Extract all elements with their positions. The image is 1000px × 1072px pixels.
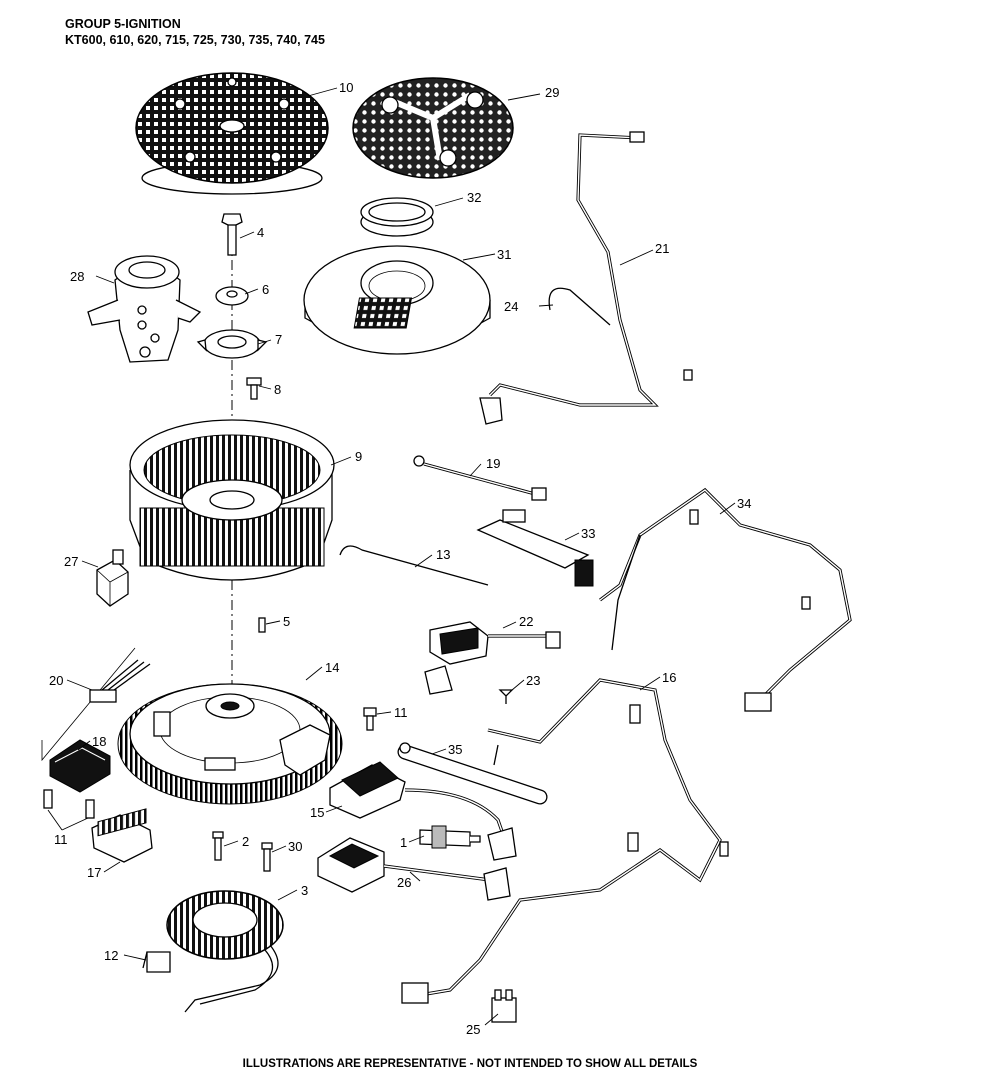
part-34-wire-harness (599, 487, 852, 712)
part-4-bolt (221, 213, 243, 256)
callout-13: 13 (436, 547, 450, 562)
callout-15: 15 (310, 805, 324, 820)
part-14-flywheel (117, 683, 343, 805)
part-9-flywheel-fan (129, 419, 335, 581)
callout-16: 16 (662, 670, 676, 685)
part-22-ignition-coil (424, 621, 561, 695)
callout-9: 9 (355, 449, 362, 464)
callout-32: 32 (467, 190, 481, 205)
callout-34: 34 (737, 496, 751, 511)
part-23-screw (498, 689, 514, 704)
part-7-retainer-plate (196, 329, 268, 359)
part-30-screw (261, 842, 273, 872)
part-18-regulator (49, 739, 111, 793)
part-11-screw (363, 707, 377, 731)
callout-27: 27 (64, 554, 78, 569)
callout-19: 19 (486, 456, 500, 471)
callout-4: 4 (257, 225, 264, 240)
leader-lines (47, 87, 736, 1026)
callout-11-left: 11 (54, 832, 68, 847)
part-29-debris-screen (352, 77, 514, 179)
callout-25: 25 (466, 1022, 480, 1037)
callout-8: 8 (274, 382, 281, 397)
part-8-screw (246, 377, 262, 400)
part-26-ignition-coil (317, 837, 511, 901)
part-16-wire-harness (401, 678, 729, 1004)
callout-23: 23 (526, 673, 540, 688)
callout-3: 3 (301, 883, 308, 898)
callout-7: 7 (275, 332, 282, 347)
part-28-mounting-bracket (87, 255, 202, 363)
part-20-connector-lead (41, 647, 151, 762)
part-21-wire-harness (479, 131, 693, 425)
part-33-module-harness (476, 509, 594, 587)
callout-22: 22 (519, 614, 533, 629)
part-11-screws (43, 789, 95, 819)
disclaimer-footer: ILLUSTRATIONS ARE REPRESENTATIVE - NOT I… (242, 1058, 698, 1070)
callout-24: 24 (504, 299, 518, 314)
part-5-key (258, 617, 266, 633)
callout-29: 29 (545, 85, 559, 100)
callout-6: 6 (262, 282, 269, 297)
part-32-seal (360, 197, 434, 237)
callout-18: 18 (92, 734, 106, 749)
callout-31: 31 (497, 247, 511, 262)
part-35-tube (397, 742, 548, 805)
part-15-ignition-module (329, 761, 406, 819)
group-title: GROUP 5-IGNITION (65, 17, 181, 31)
part-24-cable-tie (548, 287, 611, 326)
part-2-screw (212, 831, 224, 861)
part-19-ground-wire (413, 455, 547, 501)
callout-26: 26 (397, 875, 411, 890)
part-25-connector (491, 989, 517, 1023)
part-31-blower-housing (303, 245, 491, 355)
part-27-relay (96, 549, 129, 607)
model-list: KT600, 610, 620, 715, 725, 730, 735, 740… (65, 33, 325, 47)
callout-12: 12 (104, 948, 118, 963)
callout-2: 2 (242, 834, 249, 849)
callout-28: 28 (70, 269, 84, 284)
callout-20: 20 (49, 673, 63, 688)
part-6-washer (215, 286, 249, 306)
spark-plug-lead (404, 788, 517, 861)
part-12-clip (142, 951, 171, 973)
part-3-stator (166, 890, 284, 1013)
callout-21: 21 (655, 241, 669, 256)
callout-33: 33 (581, 526, 595, 541)
part-13-cable-tie (339, 545, 489, 586)
page-header: GROUP 5-IGNITION KT600, 610, 620, 715, 7… (65, 16, 325, 48)
callout-1: 1 (400, 835, 407, 850)
part-1-spark-plug (419, 825, 481, 849)
callout-labels: 10 29 32 31 21 4 28 6 24 7 8 9 19 34 33 … (49, 80, 751, 1037)
callout-11-center: 11 (394, 705, 408, 720)
callout-10: 10 (339, 80, 353, 95)
callout-17: 17 (87, 865, 101, 880)
callout-35: 35 (448, 742, 462, 757)
callout-14: 14 (325, 660, 339, 675)
part-10-grass-screen (135, 72, 329, 195)
callout-30: 30 (288, 839, 302, 854)
callout-5: 5 (283, 614, 290, 629)
part-17-rectifier (91, 808, 153, 863)
